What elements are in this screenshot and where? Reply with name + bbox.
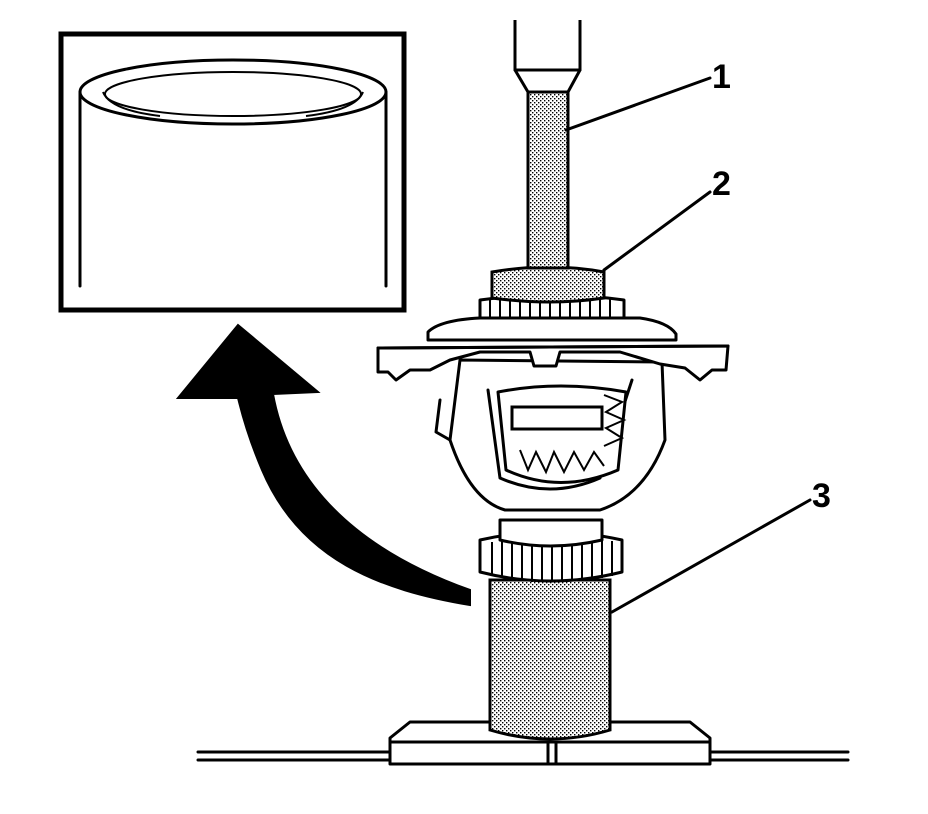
press-ram	[513, 20, 582, 270]
inset-bearing-detail	[58, 31, 407, 313]
press-base	[196, 720, 850, 766]
bearing-cup-icon	[78, 58, 388, 288]
differential-case	[434, 358, 667, 512]
press-adapter	[490, 265, 606, 304]
callout-1: 1	[712, 58, 731, 96]
ring-gear-flange	[376, 293, 730, 382]
support-tool	[478, 518, 624, 741]
callout-2: 2	[712, 165, 731, 203]
side-gear	[519, 394, 627, 475]
callout-3: 3	[812, 477, 831, 515]
removal-arrow-icon	[175, 323, 471, 607]
callout-leaders	[564, 76, 812, 614]
